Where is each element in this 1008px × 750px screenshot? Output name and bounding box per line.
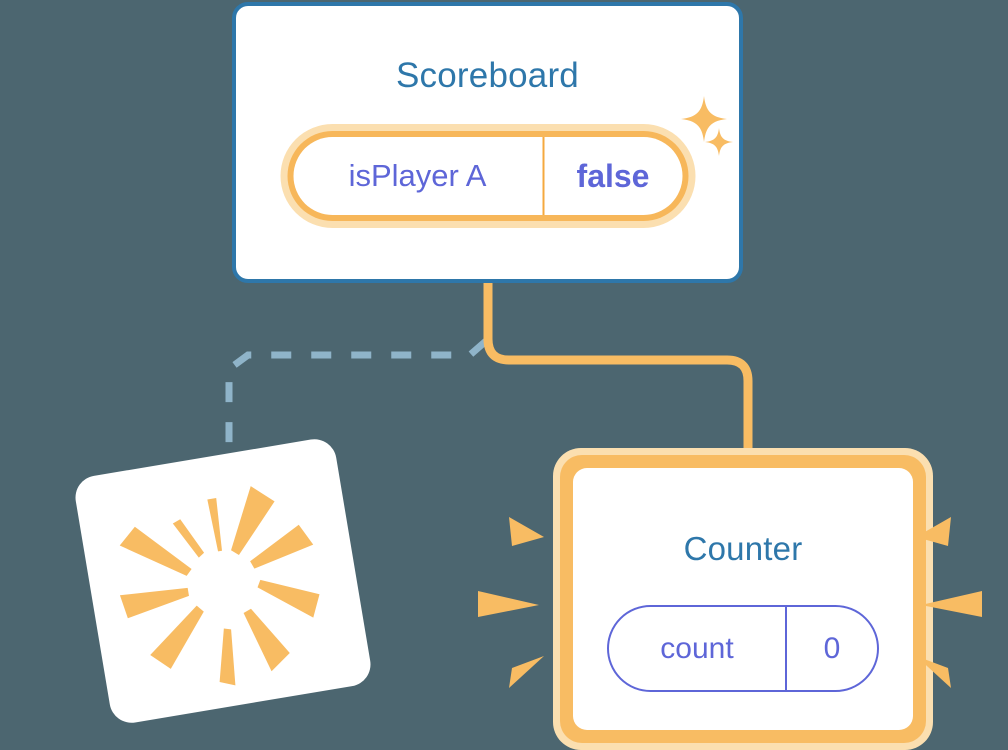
counter-card-face: Counter count 0	[573, 468, 913, 730]
scoreboard-state-pill[interactable]: isPlayer A false	[280, 124, 695, 228]
scoreboard-card[interactable]: Scoreboard isPlayer A false	[232, 2, 743, 283]
counter-card-title: Counter	[683, 530, 803, 567]
sparkle-large-icon	[681, 96, 727, 142]
counter-state-pill[interactable]: count 0	[607, 605, 879, 692]
scoreboard-card-title: Scoreboard	[396, 56, 579, 95]
scoreboard-state-value: false	[576, 157, 650, 194]
tilted-blank-card[interactable]	[72, 435, 374, 727]
tilted-card-burst-icon	[119, 486, 320, 686]
scoreboard-state-key: isPlayer A	[293, 137, 544, 215]
connector-solid-scoreboard-to-counter	[483, 282, 753, 460]
counter-card[interactable]: Counter count 0	[553, 448, 933, 750]
counter-state-key: count	[609, 607, 787, 690]
pill-face: count 0	[607, 605, 879, 692]
sparkle-small-icon	[705, 128, 733, 156]
counter-state-value: 0	[823, 631, 841, 665]
pill-face: isPlayer A false	[293, 137, 682, 215]
